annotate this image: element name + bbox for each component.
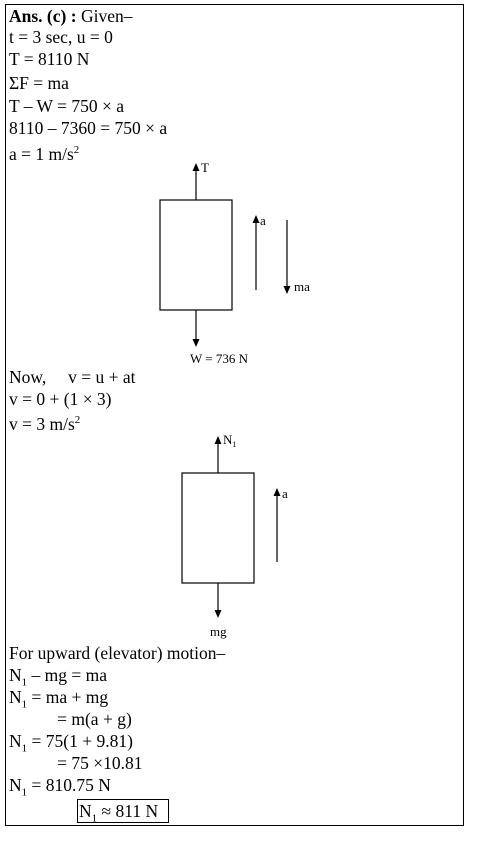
eq-2-pre: N [9, 687, 22, 707]
eq-5-post: = 75 ×10.81 [9, 753, 143, 773]
eq-line-5: = 75 ×10.81 [9, 753, 143, 781]
normal-label: N1 [223, 432, 236, 449]
eq-6-pre: N [9, 775, 22, 795]
velocity-line: v = 3 m/s2 [9, 410, 80, 434]
eq-1-sub: 1 [21, 676, 28, 689]
tension-arrowhead [192, 163, 200, 171]
final-post: ≈ 811 N [97, 801, 159, 821]
eq-6-post: = 810.75 N [27, 775, 111, 795]
accel-arrowhead-1 [252, 215, 260, 223]
normal-label-text: N [223, 432, 233, 447]
eq-2-post: = ma + mg [27, 687, 109, 707]
now-line-2: v = 0 + (1 × 3) [9, 389, 112, 409]
mg-arrowhead [214, 610, 222, 618]
answer-line: Ans. (c) : Given– [9, 6, 132, 26]
eq-4-pre: N [9, 731, 22, 751]
final-pre: N [79, 801, 92, 821]
given-line-1: t = 3 sec, u = 0 [9, 27, 113, 47]
diagram-1: T a ma W = 736 N [159, 160, 310, 366]
eq-line-1: N1 – mg = ma [9, 665, 107, 693]
velocity-exponent: 2 [74, 414, 81, 426]
accel-label-1: a [260, 213, 266, 228]
normal-label-sub: 1 [232, 440, 236, 449]
answer-label: Ans. (c) : [9, 6, 77, 26]
block-1 [159, 199, 233, 311]
eq-6-sub: 1 [21, 786, 28, 799]
velocity-text: v = 3 m/s [9, 413, 75, 434]
given-line-2: T = 8110 N [9, 49, 90, 69]
eq-2-sub: 1 [21, 698, 28, 711]
accel-text: a = 1 m/s [9, 143, 74, 164]
upward-label: For upward (elevator) motion– [9, 643, 226, 663]
eq-line-2: N1 = ma + mg [9, 687, 108, 715]
mg-label: mg [210, 624, 227, 639]
tension-label: T [201, 160, 209, 175]
normal-arrowhead [214, 436, 222, 444]
accel-label-2: a [282, 486, 288, 501]
accel-arrowhead-2 [273, 488, 281, 496]
ma-arrowhead [283, 286, 291, 294]
weight-label: W = 736 N [190, 351, 249, 366]
final-sub: 1 [91, 812, 98, 825]
eq-4-post: = 75(1 + 9.81) [27, 731, 133, 751]
eq-3-post: = m(a + g) [9, 709, 132, 729]
accel-line: a = 1 m/s2 [9, 140, 79, 164]
given-line-5: 8110 – 7360 = 750 × a [9, 118, 168, 138]
ma-label: ma [294, 279, 310, 294]
eq-line-4: N1 = 75(1 + 9.81) [9, 731, 133, 759]
now-line-1: Now, v = u + at [9, 367, 136, 387]
eq-line-3: = m(a + g) [9, 709, 132, 737]
eq-1-post: – mg = ma [27, 665, 108, 685]
given-line-3: ΣF = ma [9, 73, 69, 93]
weight-arrowhead [192, 339, 200, 347]
eq-1-pre: N [9, 665, 22, 685]
final-answer-box: N1 ≈ 811 N [77, 799, 169, 825]
accel-exponent: 2 [73, 144, 80, 156]
solution-frame [5, 4, 464, 826]
given-line-4: T – W = 750 × a [9, 96, 125, 116]
given-label: Given– [76, 6, 133, 26]
diagram-2: N1 a mg [181, 432, 288, 639]
eq-4-sub: 1 [21, 742, 28, 755]
eq-line-6: N1 = 810.75 N [9, 775, 111, 803]
block-2 [181, 472, 255, 584]
